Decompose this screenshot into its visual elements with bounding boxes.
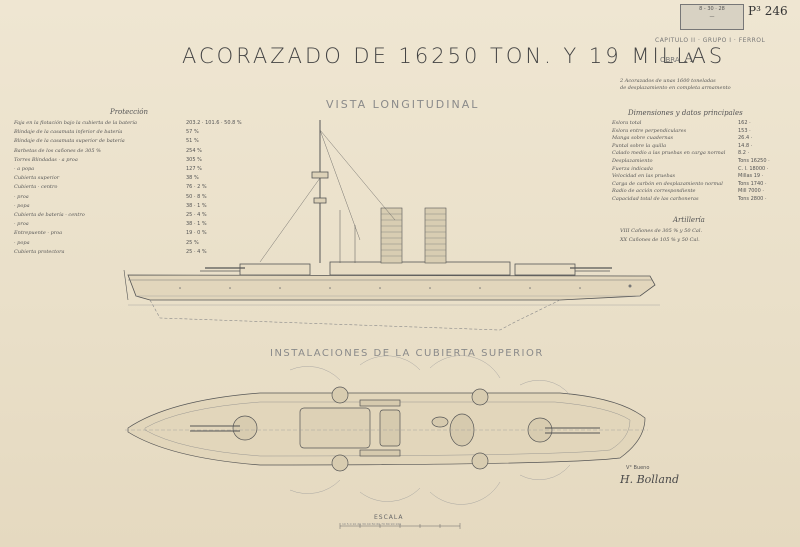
protection-row-value: 25 % — [186, 239, 199, 246]
protection-row-value: 57 % — [186, 129, 199, 136]
protection-row-label: Entrepuente · proa — [14, 230, 63, 237]
protection-row-label: · popa — [14, 202, 30, 209]
deck-plan — [125, 355, 648, 505]
fore-turret — [239, 263, 311, 276]
dimension-row-value: 14.8 · — [738, 142, 753, 149]
aft-turret — [514, 263, 576, 276]
dimension-row-value: 26.4 · — [738, 135, 753, 142]
dimension-row-label: Eslora total — [612, 120, 642, 126]
protection-row-value: 76 · 2 % — [186, 184, 207, 191]
dimension-row-value: 153 · — [738, 127, 751, 134]
protection-row-label: Blindaje de la casamata inferior de bate… — [14, 129, 123, 136]
dimension-row-value: C. I. 18000 · — [738, 165, 769, 172]
dimension-row-label: Calado medio a las pruebas en carga norm… — [612, 150, 726, 157]
protection-row-value: 25 · 4 % — [186, 248, 207, 255]
protection-row-value: 203.2 · 101.6 · 50.8 % — [186, 120, 242, 126]
protection-row-label: Torres Blindadas · a proa — [14, 156, 78, 163]
drawing-title: ACORAZADO DE 16250 TON. Y 19 MILLAS — [182, 44, 726, 68]
artillery-title: Artillería — [673, 216, 705, 224]
chapter-label: CAPITULO II · GRUPO I · FERROL — [655, 37, 766, 44]
artillery-row: XX Cañones de 105 % y 50 Cal. — [620, 237, 700, 243]
longitudinal-view-title: VISTA LONGITUDINAL — [326, 98, 480, 111]
protection-row-label: Cubierta de batería · centro — [14, 212, 85, 218]
protection-row-value: 19 · 0 % — [186, 230, 207, 237]
protection-row-label: Cubierta superior — [14, 175, 60, 182]
scale-label: ESCALA — [374, 514, 404, 521]
dimension-row-label: Puntal sobre la quilla — [612, 142, 667, 149]
protection-row-label: · a popa — [14, 166, 35, 172]
protection-row-value: 254 % — [186, 147, 202, 154]
dimensions-title: Dimensiones y datos principales — [628, 109, 743, 117]
dimension-row-label: Desplazamiento — [612, 158, 653, 164]
dimension-row-value: Tons 2800 · — [738, 196, 767, 202]
dimension-row-label: Velocidad en las pruebas — [612, 173, 676, 180]
protection-row-label: Cubierta protectora — [14, 248, 65, 255]
dimension-row-label: Fuerza indicada — [612, 165, 653, 172]
protection-row-label: · proa — [14, 221, 29, 228]
superstructure — [329, 261, 511, 276]
protection-row-label: Barbetas de los cañones de 305 % — [14, 147, 101, 154]
dimension-row-value: Tons 1740 · — [738, 180, 767, 187]
obra-letter: A — [684, 51, 694, 66]
obra-label: OBRA A — [660, 51, 694, 66]
dimension-row-value: 162 · — [738, 120, 751, 126]
dimension-row-value: Mill 7000 · — [738, 188, 764, 195]
artillery-row: VIII Cañones de 305 % y 50 Cal. — [620, 228, 703, 234]
dimension-row-value: Tons 16250 · — [738, 158, 770, 164]
archive-stamp: 8 - 30 · 28 — — [680, 4, 744, 30]
sheet-code: P³ 246 — [748, 4, 788, 18]
deck-view-title: INSTALACIONES DE LA CUBIERTA SUPERIOR — [270, 348, 544, 359]
dimension-row-label: Eslora entre perpendiculares — [612, 127, 687, 134]
hull-profile — [127, 274, 656, 301]
protection-row-value: 50 · 8 % — [186, 193, 207, 200]
protection-row-value: 38 · 1 % — [186, 221, 207, 228]
approval-label: V° Bueno — [626, 465, 650, 471]
protection-row-value: 127 % — [186, 166, 202, 172]
dimension-row-label: Carga de carbón en desplazamiento normal — [612, 180, 723, 187]
protection-row-label: Blindaje de la casamata superior de bate… — [14, 138, 125, 145]
side-elevation — [123, 120, 660, 331]
protection-row-label: · popa — [14, 239, 30, 246]
dimension-row-label: Radio de acción correspondiente — [612, 188, 696, 195]
dimension-row-label: Capacidad total de las carboneras — [612, 196, 699, 202]
protection-row-label: Faja en la flotación bajo la cubierta de… — [14, 120, 138, 126]
protection-row-value: 25 · 4 % — [186, 212, 207, 218]
scale-bar — [339, 523, 461, 529]
signature: H. Bolland — [620, 473, 680, 486]
funnels — [380, 207, 447, 264]
protection-title: Protección — [110, 108, 149, 116]
dimension-row-value: Millas 19 · — [738, 173, 764, 180]
protection-row-value: 38 % — [186, 175, 199, 182]
scale-ticks: 10 5 0 10 20 30 40 50 60 70 80 90 100 — [342, 522, 402, 526]
protection-row-value: 51 % — [186, 138, 199, 145]
dimension-row-value: 8.2 · — [738, 150, 750, 157]
protection-row-value: 305 % — [186, 156, 202, 163]
protection-row-value: 38 · 1 % — [186, 202, 207, 209]
note-block: 2 Acorazados de unas 1600 toneladas de d… — [620, 78, 731, 91]
protection-row-label: Cubierta · centro — [14, 184, 58, 191]
protection-row-label: · proa — [14, 193, 29, 200]
dimension-row-label: Manga sobre cuadernas — [612, 135, 674, 142]
